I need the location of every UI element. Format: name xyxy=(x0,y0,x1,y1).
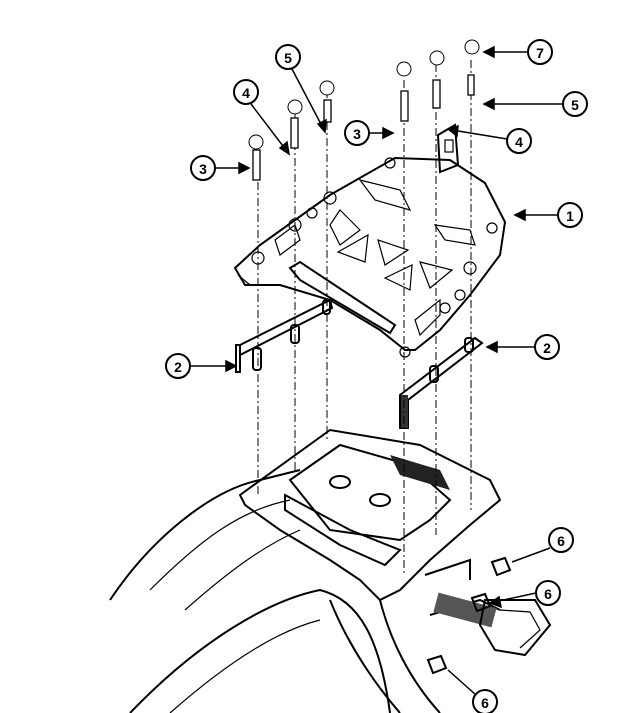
callout-6-top: 6 xyxy=(548,527,574,553)
caps-and-bolts xyxy=(248,39,480,181)
callout-3-middle: 3 xyxy=(344,120,370,146)
rack-plate xyxy=(233,123,507,358)
svg-text:1: 1 xyxy=(566,208,574,224)
svg-text:2: 2 xyxy=(174,359,182,375)
svg-text:4: 4 xyxy=(515,134,523,150)
spacer-bar-right xyxy=(399,336,484,429)
callout-5-left: 5 xyxy=(275,44,301,70)
svg-text:7: 7 xyxy=(536,45,544,61)
bolt-icon xyxy=(252,74,475,181)
motorcycle-seat xyxy=(109,469,391,713)
svg-text:6: 6 xyxy=(481,695,489,711)
callout-3-left: 3 xyxy=(190,155,216,181)
base-carrier xyxy=(238,428,552,713)
callout-7: 7 xyxy=(527,39,553,65)
leader-lines xyxy=(190,45,563,696)
square-nuts xyxy=(426,556,512,675)
callout-6-bottom: 6 xyxy=(472,689,498,713)
callout-4-right: 4 xyxy=(506,128,532,154)
svg-text:3: 3 xyxy=(199,161,207,177)
bolt-axes xyxy=(257,60,472,575)
callout-2-right: 2 xyxy=(534,334,560,360)
callout-5-right: 5 xyxy=(562,91,588,117)
spacer-bar-left xyxy=(235,298,334,373)
callout-1: 1 xyxy=(557,202,583,228)
svg-text:6: 6 xyxy=(557,533,565,549)
callout-6-middle: 6 xyxy=(535,580,561,606)
cap-icon xyxy=(248,39,480,150)
svg-text:3: 3 xyxy=(353,126,361,142)
svg-text:2: 2 xyxy=(543,340,551,356)
svg-text:4: 4 xyxy=(242,85,250,101)
svg-text:5: 5 xyxy=(571,97,579,113)
svg-text:6: 6 xyxy=(544,586,552,602)
callout-2-left: 2 xyxy=(165,353,191,379)
callout-4-left: 4 xyxy=(233,79,259,105)
rack-holes xyxy=(251,157,498,358)
svg-text:5: 5 xyxy=(284,50,292,66)
